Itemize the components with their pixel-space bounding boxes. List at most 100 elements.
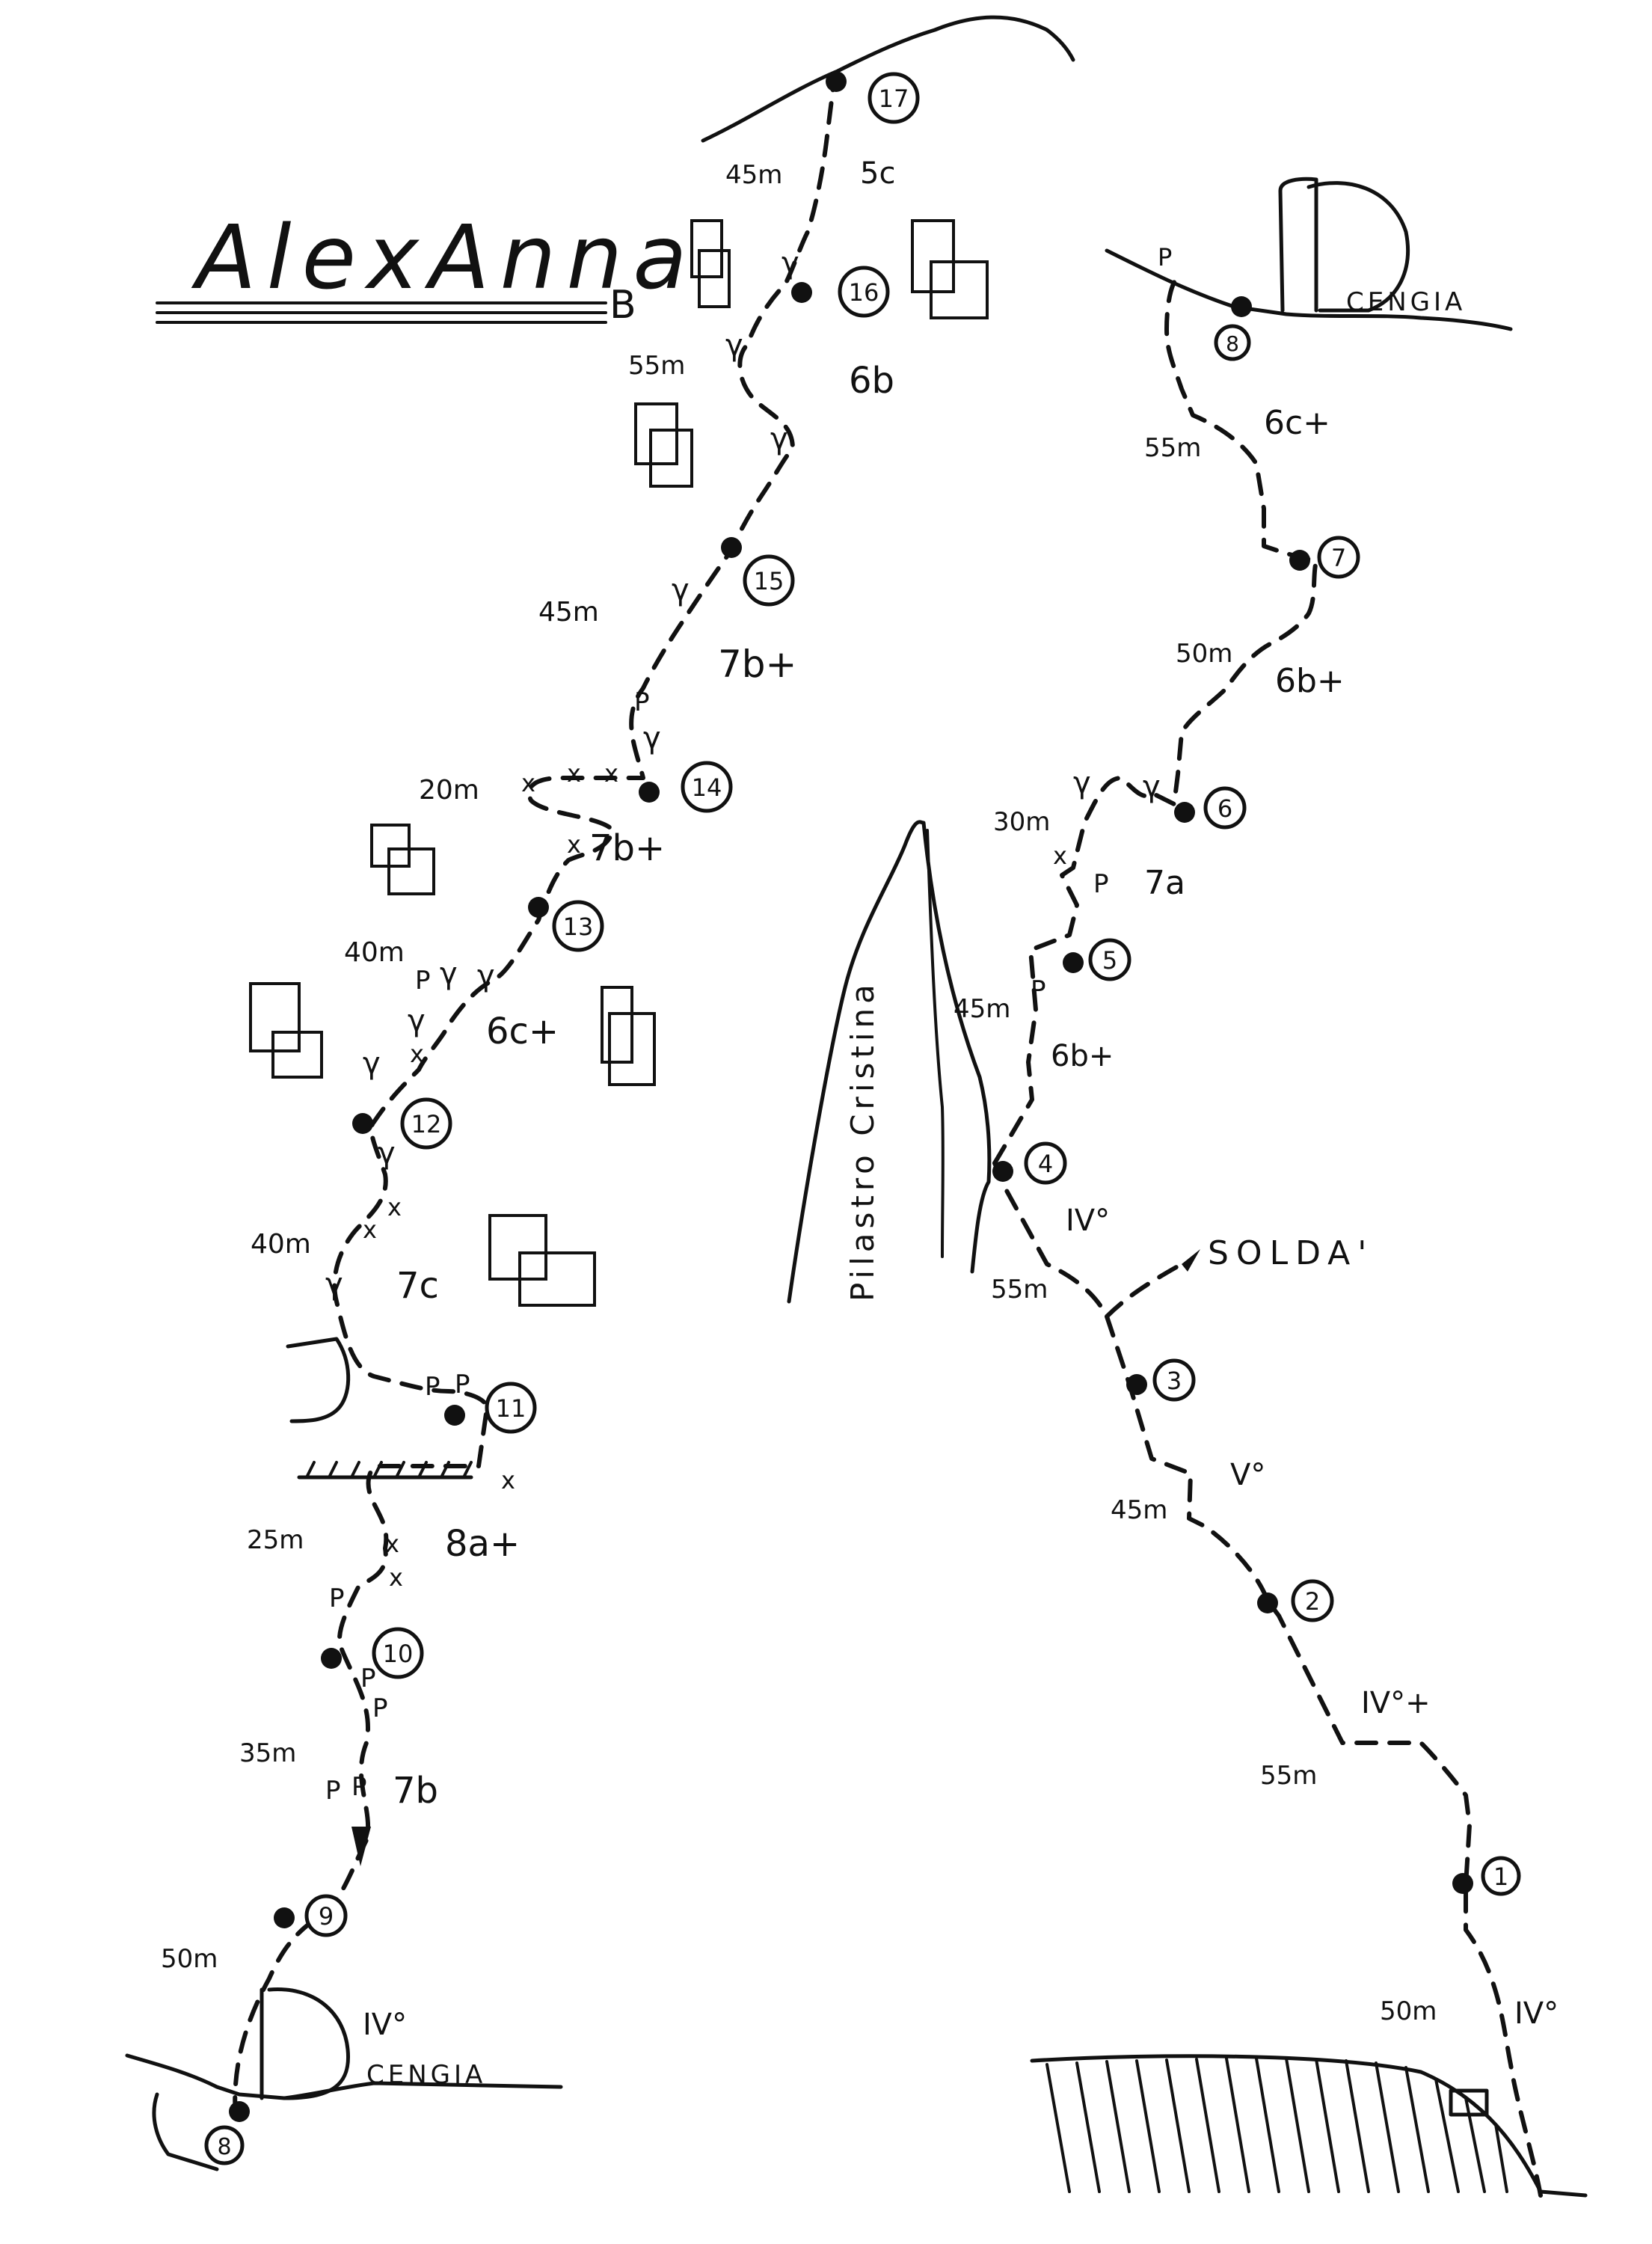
belay-7: 7 xyxy=(1289,536,1360,579)
pitch-4-grade: IV° xyxy=(1066,1204,1110,1238)
pitch-3-length: 45m xyxy=(1111,1495,1167,1525)
pitch-5-grade: 6b+ xyxy=(1051,1039,1114,1073)
belay-2: 2 xyxy=(1257,1579,1334,1622)
pitch-17-grade: 5c xyxy=(860,156,895,191)
pitch-16-length: 55m xyxy=(628,351,685,381)
belay-8-bottom-number: 8 xyxy=(217,2134,231,2160)
fixed-mark: γ xyxy=(672,573,690,607)
upper-ledge: CENGIA P xyxy=(1105,177,1513,331)
block-5b xyxy=(271,1031,323,1079)
fixed-mark: γ xyxy=(725,328,743,363)
lower-ledge-label: CENGIA xyxy=(366,2060,486,2090)
block-7b xyxy=(518,1251,596,1307)
belay-16: 16 xyxy=(791,266,890,318)
route-line-lower xyxy=(992,1161,1543,2198)
base-ground xyxy=(1030,2054,1588,2198)
bolt-mark: x xyxy=(567,830,581,859)
belay-12-number: 12 xyxy=(411,1110,442,1138)
block-6b xyxy=(608,1012,656,1086)
piton-mark: P xyxy=(425,1372,440,1402)
piton-mark: P xyxy=(1031,975,1046,1005)
lower-ledge: CENGIA xyxy=(125,1987,563,2171)
belay-10-number: 10 xyxy=(383,1640,414,1668)
piton-mark: P xyxy=(415,966,431,996)
fixed-mark: γ xyxy=(782,246,799,280)
fixed-mark: γ xyxy=(477,959,495,993)
route-line-lower-b xyxy=(992,275,1318,1165)
bolt-mark: x xyxy=(1053,842,1067,870)
piton-mark: P xyxy=(455,1370,470,1400)
roof-feature xyxy=(286,1337,473,1480)
belay-16-number: 16 xyxy=(849,278,879,307)
piton-mark: P xyxy=(325,1776,341,1806)
belay-10: 10 xyxy=(321,1627,424,1679)
pitch-9-grade: IV° xyxy=(363,2008,407,2042)
belay-3-number: 3 xyxy=(1167,1367,1182,1395)
bolt-mark: x xyxy=(567,759,581,788)
pitch-10-grade: 7b xyxy=(393,1770,438,1812)
belay-6: 6 xyxy=(1174,786,1247,830)
belay-11: 11 xyxy=(444,1382,537,1434)
block-3a xyxy=(634,402,678,465)
bolt-mark: x xyxy=(389,1563,403,1592)
belay-1: 1 xyxy=(1452,1856,1521,1896)
piton-mark: P xyxy=(1093,869,1109,899)
block-5a xyxy=(249,982,301,1052)
belay-15-number: 15 xyxy=(754,567,784,595)
belay-13: 13 xyxy=(528,897,604,952)
pitch-6-grade: 7a xyxy=(1144,864,1185,902)
route-line-upper xyxy=(233,80,836,2119)
piton-mark: P xyxy=(360,1664,376,1693)
pitch-14-grade: 7b+ xyxy=(589,827,665,869)
block-2a xyxy=(911,219,955,293)
fixed-mark: γ xyxy=(770,422,788,456)
fixed-mark: γ xyxy=(1143,770,1161,804)
belay-5-number: 5 xyxy=(1102,946,1117,975)
belay-8-top: 8 xyxy=(1214,296,1252,361)
block-4b xyxy=(387,847,435,895)
fixed-mark: γ xyxy=(363,1046,381,1081)
pitch-14-length: 20m xyxy=(419,775,479,806)
pitch-11-grade: 8a+ xyxy=(445,1523,520,1565)
pitch-2-length: 55m xyxy=(1260,1761,1317,1791)
pitch-13-grade: 6c+ xyxy=(486,1011,559,1052)
block-1a xyxy=(690,219,723,278)
belay-stations: 1 2 3 4 5 6 7 xyxy=(204,71,1521,2165)
start-block xyxy=(1449,2088,1489,2117)
belay-4-number: 4 xyxy=(1038,1150,1053,1178)
block-1b xyxy=(698,249,731,308)
piton-mark: P xyxy=(372,1693,388,1723)
pitch-6-length: 30m xyxy=(993,807,1050,837)
exit-arrow xyxy=(1182,1249,1200,1272)
exit-label: SOLDA' xyxy=(1208,1234,1374,1272)
belay-14: 14 xyxy=(639,761,733,813)
arrow-up-marker xyxy=(351,1827,371,1866)
ground-line xyxy=(1030,2054,1588,2198)
pillar-inner xyxy=(926,829,945,1258)
belay-5: 5 xyxy=(1063,938,1131,981)
pitch-12-length: 40m xyxy=(251,1229,311,1260)
bolt-mark: x xyxy=(363,1216,377,1244)
pitch-5-length: 45m xyxy=(954,994,1010,1024)
pilastro-cristina: Pilastro Cristina xyxy=(787,820,992,1304)
belay-17-number: 17 xyxy=(879,85,909,113)
belay-3: 3 xyxy=(1126,1358,1196,1402)
belay-12: 12 xyxy=(352,1097,452,1150)
block-6a xyxy=(601,986,633,1064)
upper-ledge-line xyxy=(1105,248,1513,331)
pitch-9-length: 50m xyxy=(161,1944,218,1974)
belay-4: 4 xyxy=(992,1141,1067,1185)
belay-9-number: 9 xyxy=(319,1902,334,1931)
belay-8-bottom: 8 xyxy=(204,2101,250,2165)
belay-17: 17 xyxy=(826,71,920,124)
block-7a xyxy=(488,1214,547,1281)
pillar-label: Pilastro Cristina xyxy=(844,980,881,1302)
summit-ridge xyxy=(701,15,1075,143)
bolt-mark: x xyxy=(385,1530,399,1558)
rock-blocks xyxy=(249,219,989,1307)
belay-8-top-number: 8 xyxy=(1226,331,1239,356)
belay-13-number: 13 xyxy=(563,913,594,941)
pitch-4-length: 55m xyxy=(991,1275,1048,1305)
belay-14-number: 14 xyxy=(692,773,722,802)
